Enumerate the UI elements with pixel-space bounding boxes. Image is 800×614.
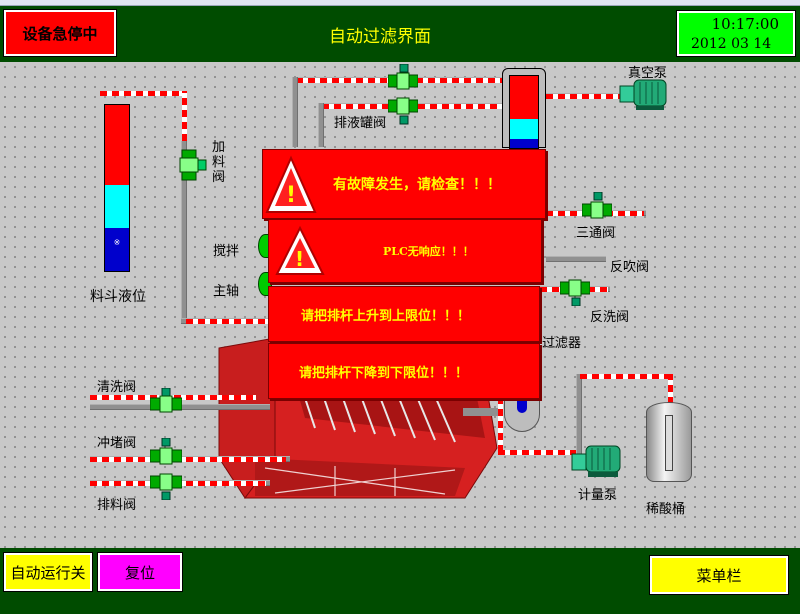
menu-button[interactable]: 菜单栏: [649, 555, 789, 595]
receiver-tank: [502, 68, 546, 149]
auto-run-toggle-button[interactable]: 自动运行关: [3, 552, 93, 592]
backblow-valve-label: 反吹阀: [610, 260, 650, 275]
filter-outlet-flow-bottom: [498, 450, 580, 455]
vacuum-line-valve[interactable]: [388, 64, 418, 92]
clock-date: 2012 03 14: [691, 36, 772, 52]
feed-valve-label: 加料阀: [212, 140, 226, 185]
hopper-level-marker: ※: [113, 237, 121, 247]
receiver-level-cyan: [510, 119, 538, 140]
receiver-level-blue: [510, 139, 538, 148]
vacuum-pipe-left: [292, 77, 298, 147]
vacuum-pump-motor[interactable]: [618, 76, 672, 110]
metering-pump-label: 计量泵: [578, 488, 618, 503]
filter-label: 过滤器: [542, 336, 582, 351]
backwash-valve[interactable]: [560, 276, 590, 306]
alarm-fault-text: 有故障发生，请检查！！！: [333, 177, 501, 193]
alarm-plc[interactable]: ! PLC无响应！！！: [268, 219, 542, 283]
receiver-level-frame: [509, 75, 539, 149]
backblow-pipe: [546, 256, 606, 262]
dilute-acid-gauge: [665, 415, 673, 471]
feed-valve[interactable]: [178, 148, 208, 182]
flush-valve[interactable]: [150, 438, 182, 466]
wash-valve-label: 清洗阀: [97, 380, 137, 395]
alarm-rod-down-text: 请把排杆下降到下限位！！！: [299, 365, 469, 381]
emergency-stop-button[interactable]: 设备急停中: [3, 9, 117, 57]
vacuum-pump-flow: [546, 94, 622, 99]
backwash-valve-label: 反洗阀: [590, 310, 630, 325]
header-bar: [0, 6, 800, 62]
acid-line-top: [580, 374, 672, 379]
svg-text:!: !: [286, 183, 296, 208]
hopper-level-red: [105, 105, 129, 185]
main-shaft-label: 主轴: [213, 284, 240, 299]
receiver-level-red: [510, 76, 538, 120]
filter-outlet-flow: [498, 392, 503, 452]
alarm-rod-up[interactable]: 请把排杆上升到上限位！！！: [268, 286, 540, 342]
three-way-valve-label: 三通阀: [576, 226, 616, 241]
alarm-plc-text: PLC无响应！！！: [383, 245, 474, 258]
metering-pump-riser: [576, 374, 582, 454]
agitator-label: 搅拌: [213, 244, 240, 259]
warning-icon: !: [275, 226, 325, 275]
hopper-level-label: 料斗液位: [90, 289, 146, 305]
process-canvas: ※ 料斗液位 加料阀 排液罐阀: [0, 62, 800, 548]
hopper-level-blue: ※: [105, 227, 129, 271]
discharge-valve-label: 排料阀: [97, 498, 137, 513]
acid-line-down: [668, 374, 673, 404]
feed-line-down: [182, 91, 187, 141]
clock-time: 10:17:00: [711, 15, 779, 33]
metering-pump-motor[interactable]: [570, 442, 626, 478]
alarm-rod-down[interactable]: 请把排杆下降到下限位！！！: [268, 343, 540, 399]
vacuum-pump-label: 真空泵: [628, 66, 668, 81]
feed-line-top: [100, 91, 186, 96]
window-titlebar: [0, 0, 800, 6]
clock-display: 10:17:00 2012 03 14: [676, 10, 796, 57]
reset-button[interactable]: 复位: [97, 552, 183, 592]
svg-text:!: !: [295, 247, 304, 271]
drain-tank-valve-label: 排液罐阀: [334, 116, 387, 131]
wash-valve[interactable]: [150, 388, 182, 416]
alarm-fault[interactable]: ! 有故障发生，请检查！！！: [262, 149, 546, 219]
flush-flow: [90, 457, 286, 462]
warning-icon: !: [265, 155, 317, 213]
drain-tank-valve[interactable]: [388, 92, 418, 126]
hopper-level-tank: ※: [104, 104, 130, 272]
discharge-valve[interactable]: [150, 472, 182, 500]
page-title: 自动过滤界面: [329, 27, 431, 47]
flush-valve-label: 冲堵阀: [97, 436, 137, 451]
dilute-acid-tank-label: 稀酸桶: [646, 502, 686, 517]
feed-pipe: [181, 141, 187, 321]
dilute-acid-tank: [646, 402, 692, 482]
hopper-level-cyan: [105, 184, 129, 228]
drain-pipe-left: [318, 103, 324, 147]
feed-line-bottom: [186, 319, 270, 324]
three-way-valve[interactable]: [582, 192, 612, 222]
alarm-rod-up-text: 请把排杆上升到上限位！！！: [301, 308, 471, 324]
